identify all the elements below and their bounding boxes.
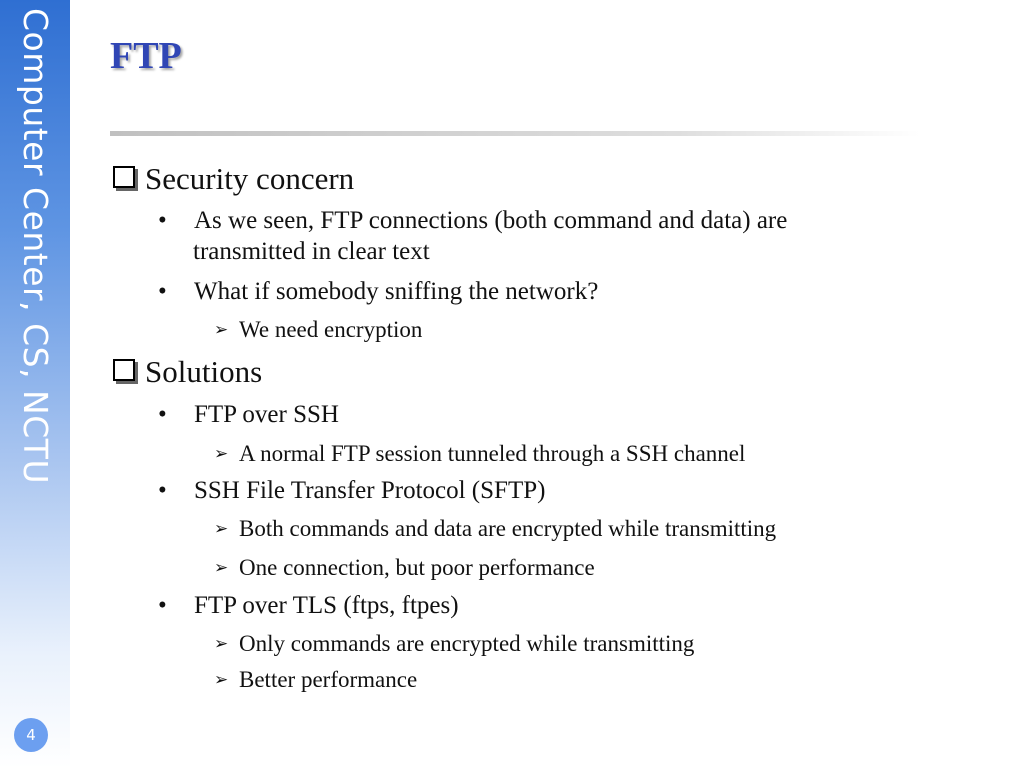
subsubbullet-ssh-tunnel: ➢ A normal FTP session tunneled through a… (214, 441, 745, 467)
bullet-label: Both commands and data are encrypted whi… (239, 516, 777, 541)
bullet-dot-icon: • (158, 477, 167, 504)
bullet-dot-icon: • (158, 592, 167, 619)
subbullet-clear-text-cont: transmitted in clear text (193, 238, 430, 265)
arrow-bullet-icon: ➢ (214, 519, 229, 539)
bullet-label: FTP over SSH (194, 401, 339, 428)
bullet-label: Security concern (145, 161, 355, 196)
bullet-solutions: Solutions (113, 354, 262, 390)
subbullet-sniffing: • What if somebody sniffing the network? (158, 278, 598, 306)
sidebar-org-text: Computer Center, CS, NCTU (16, 8, 55, 485)
arrow-bullet-icon: ➢ (214, 670, 229, 690)
slide-title: FTP (110, 35, 182, 77)
bullet-label: What if somebody sniffing the network? (194, 278, 599, 305)
subbullet-sftp: • SSH File Transfer Protocol (SFTP) (158, 477, 545, 505)
subsubbullet-sftp-performance: ➢ One connection, but poor performance (214, 555, 595, 581)
bullet-dot-icon: • (158, 401, 167, 428)
bullet-label: Only commands are encrypted while transm… (239, 631, 695, 656)
bullet-dot-icon: • (158, 278, 167, 305)
subbullet-ftp-over-ssh: • FTP over SSH (158, 401, 339, 429)
bullet-label: We need encryption (239, 317, 423, 342)
subsubbullet-ftps-performance: ➢ Better performance (214, 667, 417, 693)
checkbox-bullet-icon (113, 166, 135, 188)
bullet-label: SSH File Transfer Protocol (SFTP) (194, 477, 546, 504)
subsubbullet-sftp-encrypted: ➢ Both commands and data are encrypted wh… (214, 516, 776, 542)
arrow-bullet-icon: ➢ (214, 558, 229, 578)
arrow-bullet-icon: ➢ (214, 634, 229, 654)
arrow-bullet-icon: ➢ (214, 444, 229, 464)
subbullet-clear-text: • As we seen, FTP connections (both comma… (158, 207, 787, 235)
checkbox-bullet-icon (113, 359, 135, 381)
subbullet-ftps: • FTP over TLS (ftps, ftpes) (158, 592, 459, 620)
arrow-bullet-icon: ➢ (214, 320, 229, 340)
bullet-label: FTP over TLS (ftps, ftpes) (194, 592, 459, 619)
title-divider (110, 131, 920, 136)
page-number-badge: 4 (14, 718, 48, 752)
subsubbullet-ftps-encrypted: ➢ Only commands are encrypted while trans… (214, 631, 694, 657)
subsubbullet-encryption: ➢ We need encryption (214, 317, 422, 343)
bullet-label: Solutions (145, 354, 263, 389)
bullet-dot-icon: • (158, 207, 167, 234)
bullet-label: A normal FTP session tunneled through a … (239, 441, 746, 466)
bullet-security-concern: Security concern (113, 161, 354, 197)
bullet-label: Better performance (239, 667, 418, 692)
bullet-label: As we seen, FTP connections (both comman… (194, 207, 788, 234)
sidebar-banner: Computer Center, CS, NCTU 4 (0, 0, 70, 768)
bullet-label: One connection, but poor performance (239, 555, 595, 580)
